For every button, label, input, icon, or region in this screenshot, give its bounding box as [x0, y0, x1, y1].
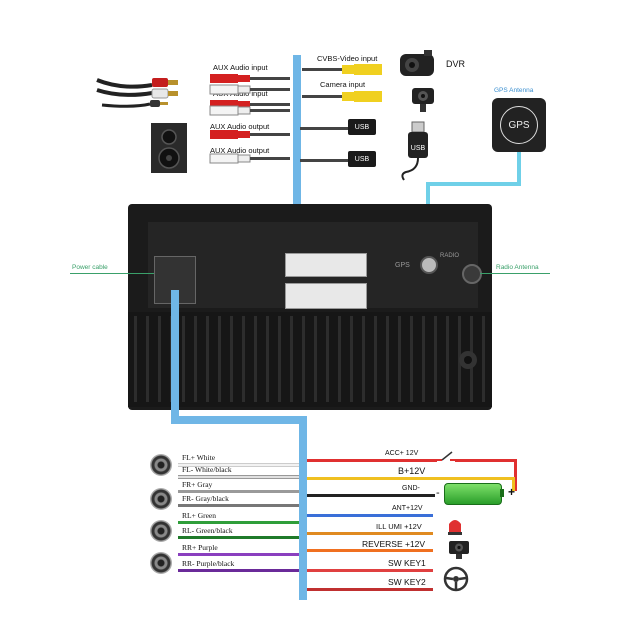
- right-wire-label-1: B+12V: [398, 466, 426, 476]
- left-wire-label-4: RL+ Green: [182, 511, 217, 520]
- dvr-label: DVR: [446, 59, 466, 69]
- left-wire-1: [178, 475, 299, 479]
- main-connector-bottom: [285, 283, 367, 309]
- left-wire-label-7: RR- Purple/black: [182, 559, 235, 568]
- left-wire-label-5: RL- Green/black: [182, 526, 233, 535]
- top-harness: [293, 55, 301, 260]
- bottom-harness-vertical-1: [171, 290, 179, 420]
- gps-cable-horizontal: [428, 182, 521, 186]
- rear-camera-icon: [412, 88, 434, 112]
- heat-sink: [128, 312, 492, 407]
- right-wire-6: [307, 569, 433, 572]
- gps-circle-label: GPS: [500, 106, 538, 144]
- speaker-fr-icon: [150, 488, 172, 510]
- aux-output-label-2: AUX Audio output: [210, 146, 270, 155]
- left-wire-3: [178, 504, 299, 507]
- right-wire-1: [307, 477, 515, 480]
- radio-port: [462, 264, 482, 284]
- radio-antenna-line: [480, 273, 550, 274]
- battery-minus: -: [436, 487, 440, 499]
- cvbs-label: CVBS-Video input: [317, 54, 378, 63]
- right-wire-4: [307, 532, 433, 535]
- video-input-connectors: [302, 64, 382, 102]
- usb-connector-1: USB: [348, 119, 376, 135]
- aux-output-connectors: [209, 105, 290, 164]
- usb-stick-icon: USB: [401, 121, 428, 181]
- right-wire-7: [307, 588, 433, 591]
- reverse-camera-icon: [449, 541, 469, 559]
- right-wire-5: [307, 549, 433, 552]
- left-wire-label-0: FL+ White: [182, 453, 216, 462]
- battery-plus: +: [508, 485, 516, 499]
- gps-antenna-box: GPS: [492, 98, 546, 152]
- right-wire-label-6: SW KEY1: [388, 558, 426, 568]
- steering-wheel-icon: [443, 566, 469, 592]
- bottom-harness-vertical-2: [299, 416, 307, 600]
- usb-connector-2: USB: [348, 151, 376, 167]
- right-wire-label-2: GND-: [402, 485, 420, 492]
- camera-label: Camera input: [320, 80, 366, 89]
- dvr-camera-icon: [400, 50, 434, 76]
- speaker-fl-icon: [150, 454, 172, 476]
- radio-port-label: RADIO: [440, 253, 460, 259]
- left-wire-5: [178, 536, 299, 539]
- power-cable-line: [70, 273, 154, 274]
- speaker-rl-icon: [150, 520, 172, 542]
- gps-port: [420, 256, 438, 274]
- bplus-wire-down: [512, 477, 515, 491]
- acc-switch-icon: [436, 451, 456, 461]
- aux-output-label-1: AUX Audio output: [210, 122, 270, 131]
- right-wire-2: [307, 494, 435, 497]
- left-wire-4: [178, 521, 299, 524]
- right-wire-3: [307, 514, 433, 517]
- left-wire-label-2: FR+ Gray: [182, 480, 213, 489]
- main-connector-top: [285, 253, 367, 277]
- usb-branch-1: [300, 127, 348, 130]
- aux-input-label-1: AUX Audio input: [213, 63, 268, 72]
- right-wire-label-5: REVERSE +12V: [362, 539, 426, 549]
- left-wire-label-3: FR- Gray/black: [182, 494, 229, 503]
- speaker-box-icon: [151, 123, 187, 173]
- rca-cable-icon: [96, 78, 178, 108]
- right-wire-label-4: ILL UMI +12V: [376, 522, 422, 531]
- radio-antenna-label: Radio Antenna: [496, 264, 539, 271]
- right-wire-label-3: ANT+12V: [392, 505, 423, 512]
- right-wire-label-7: SW KEY2: [388, 577, 426, 587]
- battery-icon: [444, 483, 502, 505]
- usb-branch-2: [300, 159, 348, 162]
- illumination-lamp-icon: [448, 520, 462, 535]
- speaker-rr-icon: [150, 552, 172, 574]
- left-wire-7: [178, 569, 299, 572]
- left-wire-label-6: RR+ Purple: [182, 543, 218, 552]
- acc-wire-down: [514, 459, 517, 491]
- aux-input-connectors: [209, 74, 290, 109]
- usb-stick-label: USB: [411, 145, 426, 152]
- left-wire-6: [178, 553, 299, 556]
- bottom-harness-horizontal: [171, 416, 307, 424]
- power-cable-label: Power cable: [72, 264, 108, 271]
- acc-wire-to-battery: [455, 459, 517, 462]
- left-wire-0: [178, 463, 299, 467]
- gps-cable-vertical: [517, 152, 521, 184]
- gps-port-label: GPS: [395, 262, 410, 269]
- right-wire-label-0: ACC+ 12V: [385, 450, 419, 457]
- left-wire-2: [178, 490, 299, 493]
- right-wire-0: [307, 459, 437, 462]
- left-wire-label-1: FL- White/black: [182, 465, 232, 474]
- battery-terminal: [500, 489, 504, 497]
- gps-antenna-label: GPS Antenna: [494, 87, 534, 94]
